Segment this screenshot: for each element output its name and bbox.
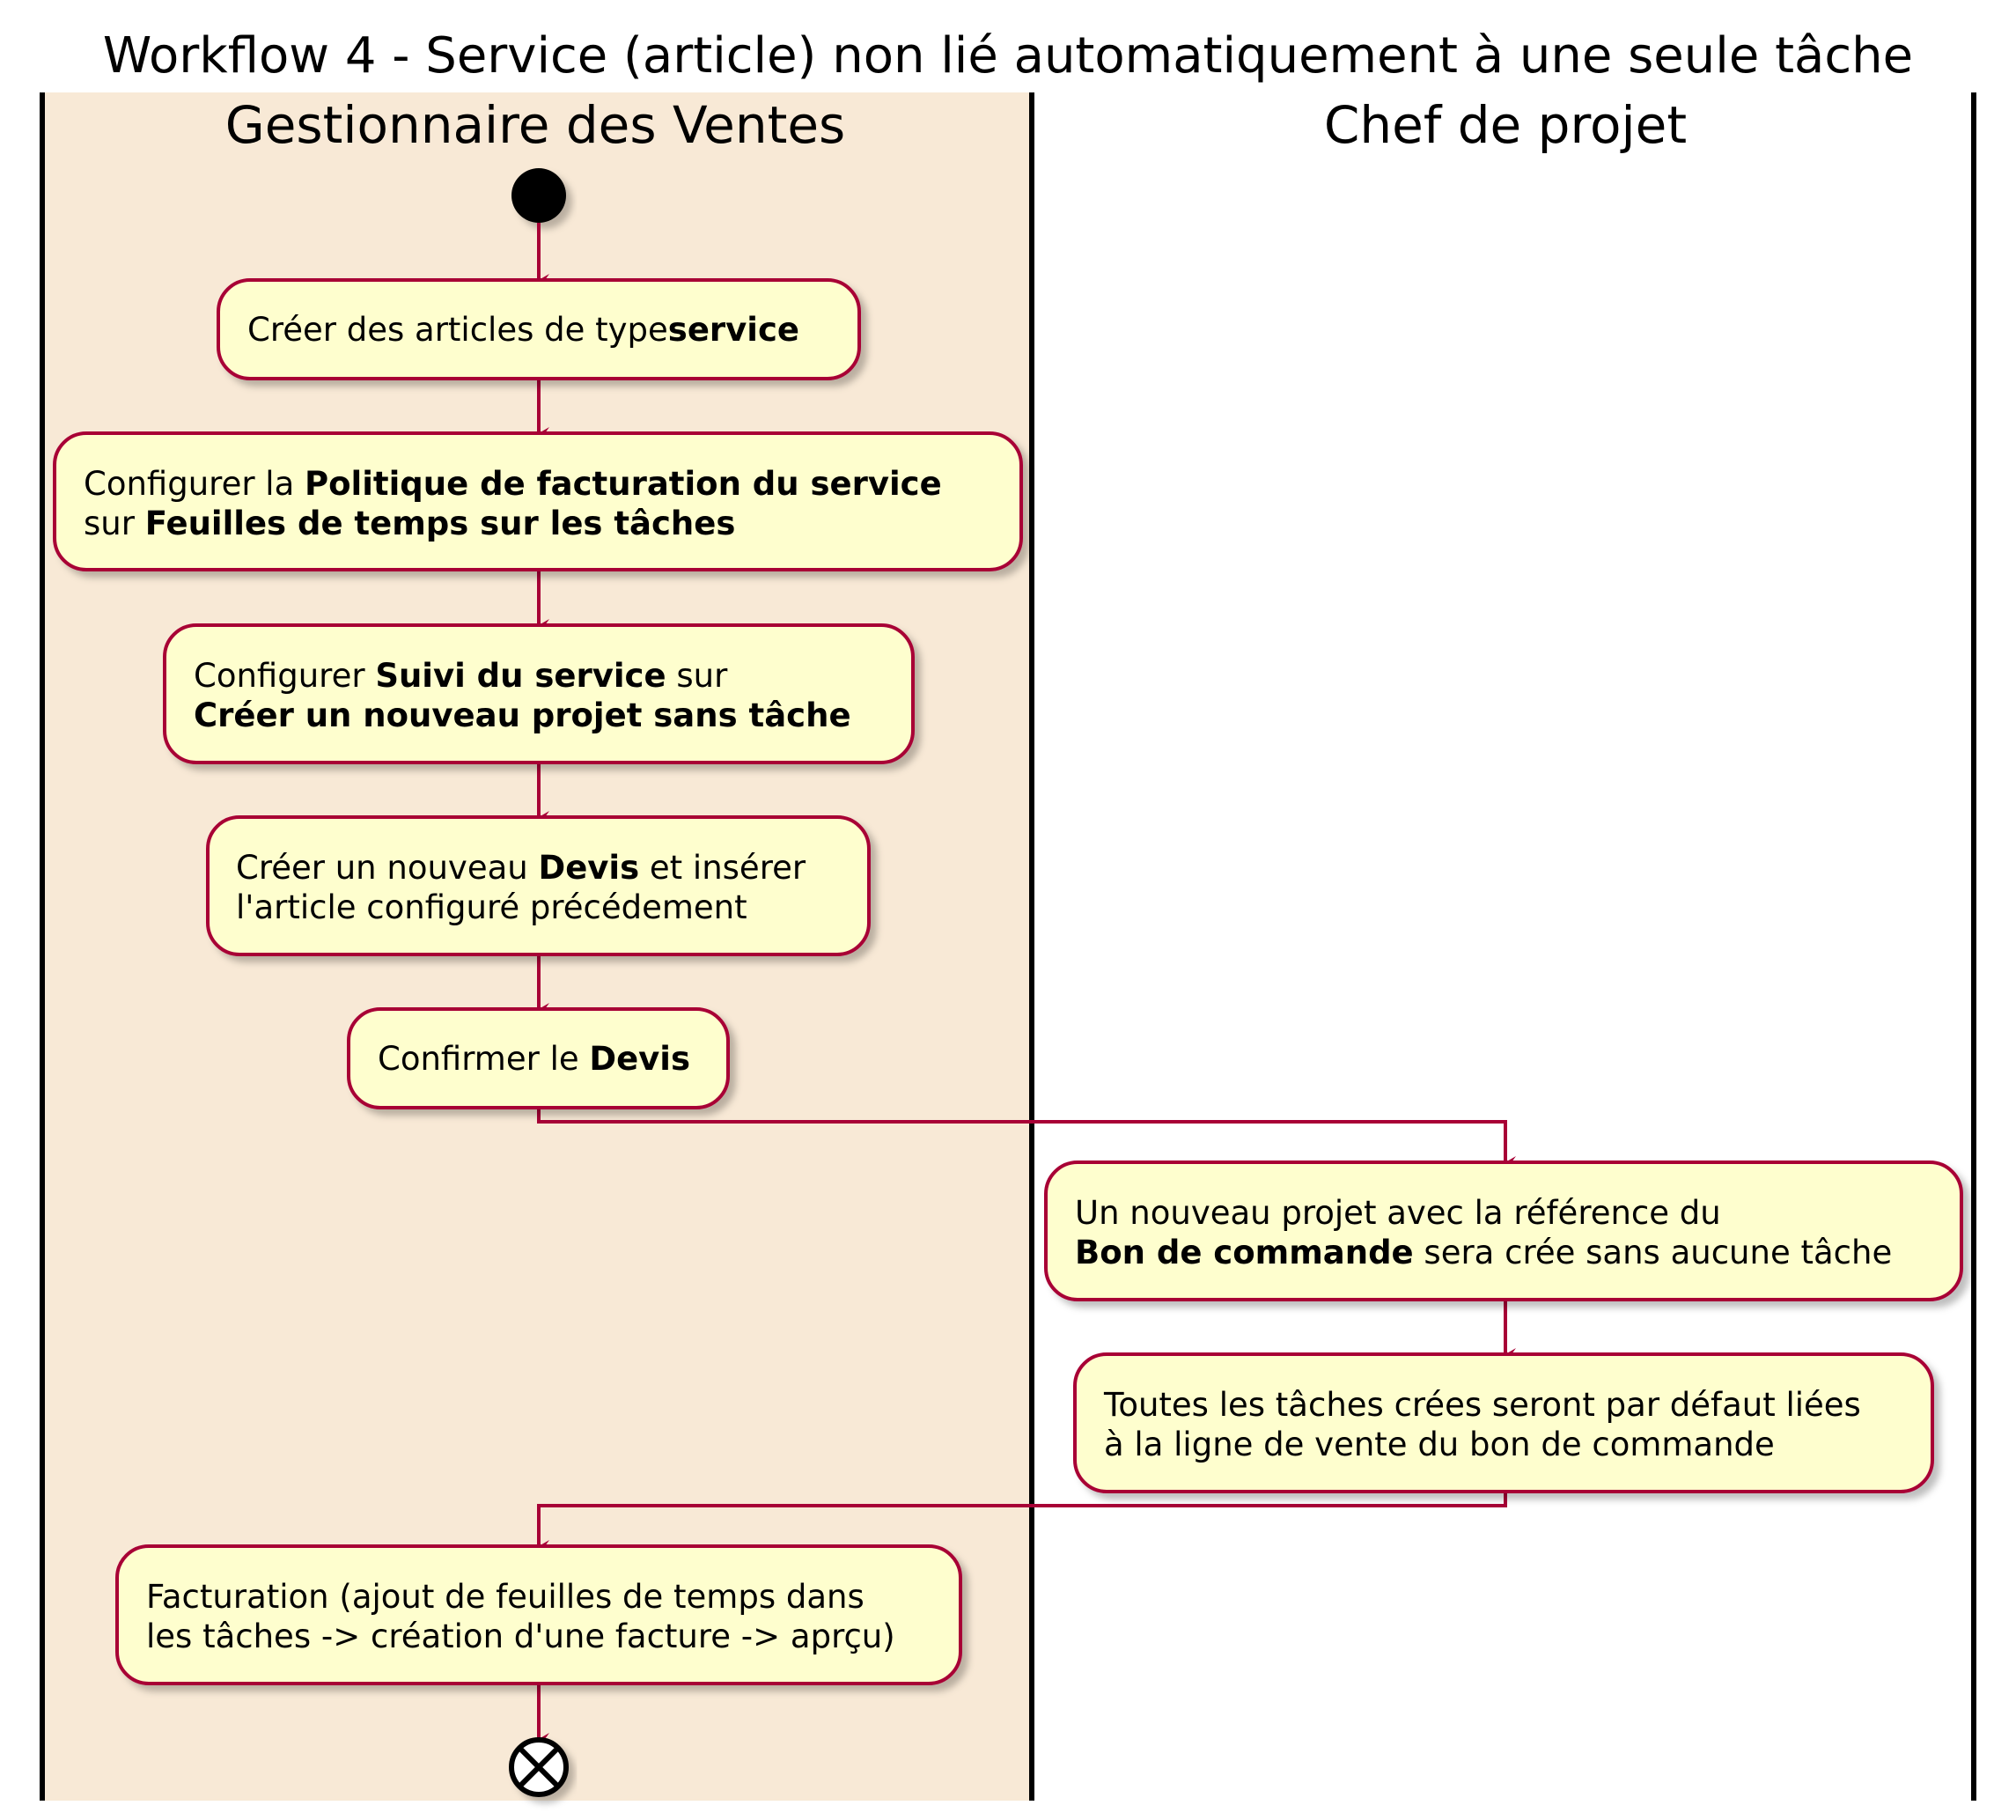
arrow-confirm-to-project	[537, 1108, 1516, 1168]
activity-text: sur	[84, 505, 145, 542]
svg-text:les tâches -> création d'une f: les tâches -> création d'une facture -> …	[146, 1617, 895, 1655]
svg-text:Créer des articles de typeserv: Créer des articles de typeservice	[247, 311, 799, 349]
activity-text-bold: Devis	[538, 849, 639, 887]
activity-text-bold: Feuilles de temps sur les tâches	[145, 505, 736, 542]
svg-text:Un nouveau projet avec la réfé: Un nouveau projet avec la référence du	[1075, 1194, 1721, 1232]
activity-text-bold: Politique de facturation du service	[305, 465, 942, 503]
svg-text:Toutes les tâches crées seront: Toutes les tâches crées seront par défau…	[1103, 1386, 1861, 1424]
lane-title-project-manager: Chef de projet	[1324, 95, 1687, 155]
diagram-title: Workflow 4 - Service (article) non lié a…	[103, 27, 1913, 85]
activity-text-bold: Bon de commande	[1075, 1234, 1414, 1271]
activity-text: Facturation (ajout de feuilles de temps …	[146, 1578, 865, 1616]
activity-tasks-linked: Toutes les tâches crées seront par défau…	[1073, 1352, 1934, 1493]
flow-arrows	[537, 223, 1516, 1745]
lane-title-sales-manager: Gestionnaire des Ventes	[225, 95, 845, 155]
activity-create-quote: Créer un nouveau Devis et insérer l'arti…	[206, 815, 871, 956]
activity-text: Configurer la	[84, 465, 305, 503]
svg-text:Facturation (ajout de feuilles: Facturation (ajout de feuilles de temps …	[146, 1578, 865, 1616]
activity-text: Confirmer le	[378, 1040, 589, 1078]
activity-invoicing: Facturation (ajout de feuilles de temps …	[115, 1544, 962, 1685]
activity-text: Créer un nouveau	[236, 849, 538, 887]
activity-text: l'article configuré précédement	[236, 888, 747, 926]
activity-text: sera crée sans aucune tâche	[1414, 1234, 1893, 1271]
activity-text-bold: Devis	[589, 1040, 690, 1078]
activity-text: Un nouveau projet avec la référence du	[1075, 1194, 1721, 1232]
activity-text: Toutes les tâches crées seront par défau…	[1103, 1386, 1861, 1424]
activity-new-project-created: Un nouveau projet avec la référence du B…	[1044, 1161, 1963, 1301]
activity-text: les tâches -> création d'une facture -> …	[146, 1617, 895, 1655]
activity-text-bold: Créer un nouveau projet sans tâche	[194, 696, 851, 734]
svg-text:Créer un nouveau projet sans t: Créer un nouveau projet sans tâche	[194, 696, 851, 734]
svg-text:Configurer la Politique de fac: Configurer la Politique de facturation d…	[84, 465, 942, 503]
activity-text: sur	[666, 657, 728, 695]
svg-text:Configurer Suivi du service su: Configurer Suivi du service sur	[194, 657, 728, 695]
arrow-tasks-to-invoicing	[537, 1492, 1507, 1552]
activity-create-service-articles: Créer des articles de typeservice	[217, 278, 861, 380]
activity-text: Créer des articles de type	[247, 311, 668, 349]
svg-text:l'article configuré précédemen: l'article configuré précédement	[236, 888, 747, 926]
activity-text-bold: Suivi du service	[375, 657, 666, 695]
svg-text:à la ligne de vente du bon de: à la ligne de vente du bon de commande	[1104, 1426, 1775, 1463]
activity-configure-billing-policy: Configurer la Politique de facturation d…	[53, 431, 1023, 571]
activity-text: Configurer	[194, 657, 375, 695]
svg-text:Bon de commande sera crée sans: Bon de commande sera crée sans aucune tâ…	[1075, 1234, 1892, 1271]
activity-text: à la ligne de vente du bon de commande	[1104, 1426, 1775, 1463]
start-node	[511, 168, 566, 223]
end-node	[509, 1737, 569, 1797]
svg-text:Créer un nouveau Devis et insé: Créer un nouveau Devis et insérer	[236, 849, 806, 887]
activity-configure-service-tracking: Configurer Suivi du service sur Créer un…	[163, 623, 915, 764]
svg-text:sur Feuilles de temps sur les: sur Feuilles de temps sur les tâches	[84, 505, 735, 542]
activity-text-bold: service	[668, 311, 799, 349]
activity-confirm-quote: Confirmer le Devis	[347, 1007, 730, 1109]
svg-text:Confirmer le Devis: Confirmer le Devis	[378, 1040, 690, 1078]
activity-text: et insérer	[639, 849, 806, 887]
